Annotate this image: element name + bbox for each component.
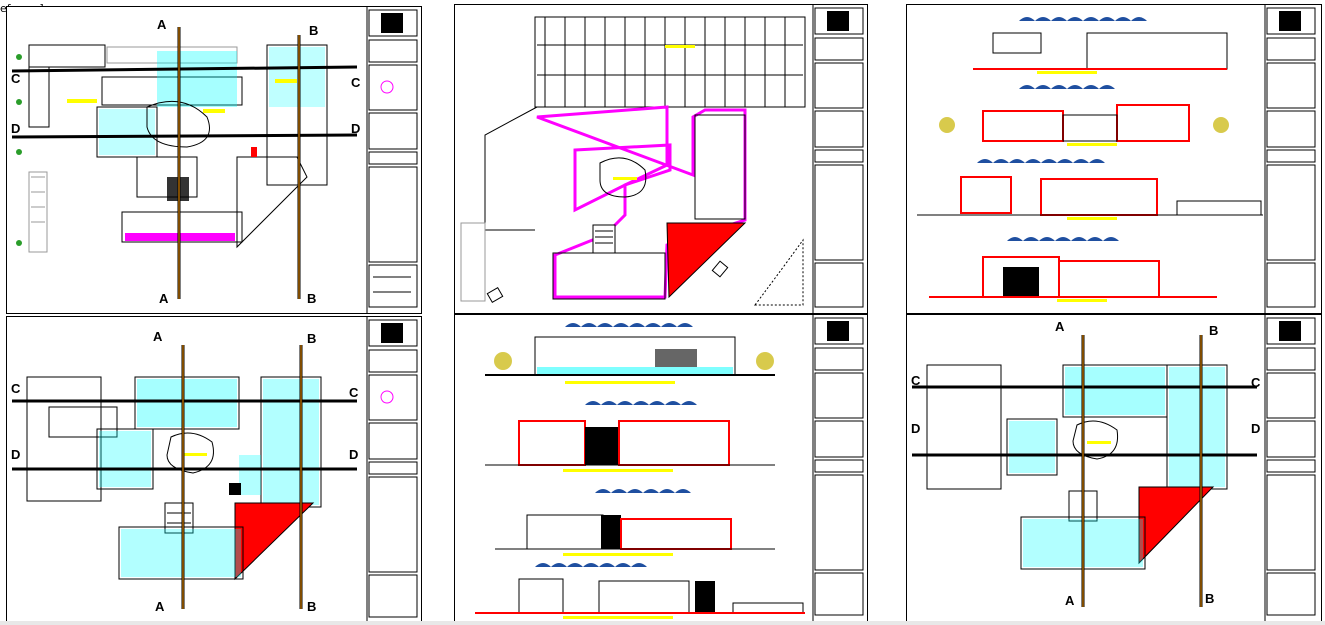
- axis-a-bottom-2: A: [155, 599, 165, 614]
- horizontal-scrollbar[interactable]: [0, 621, 1325, 625]
- sheet-sections[interactable]: [906, 4, 1322, 314]
- axis-d-right-3: D: [1251, 421, 1261, 436]
- sheet-facades[interactable]: [454, 314, 868, 622]
- axis-c-left: C: [11, 71, 21, 86]
- sheet-site-plan[interactable]: [454, 4, 868, 314]
- sheet-floor-plan-2[interactable]: A B C C D D A B: [6, 316, 422, 624]
- sheet-floor-plan-1[interactable]: A B C C D D A B: [6, 6, 422, 314]
- axis-a-top-3: A: [1055, 319, 1065, 334]
- axis-b-bottom-2: B: [307, 599, 317, 614]
- sections-drawing: [917, 5, 1316, 313]
- axis-c-right: C: [351, 75, 361, 90]
- axis-d-right-2: D: [349, 447, 359, 462]
- axis-a-top: A: [157, 17, 167, 32]
- floor-plan-3-drawing: [912, 315, 1316, 621]
- axis-b-top: B: [309, 23, 319, 38]
- axis-d-right: D: [351, 121, 361, 136]
- axis-a-bottom: A: [159, 291, 169, 306]
- axis-b-top-2: B: [307, 331, 317, 346]
- axis-a-top-2: A: [153, 329, 163, 344]
- axis-c-right-3: C: [1251, 375, 1261, 390]
- axis-c-right-2: C: [349, 385, 359, 400]
- axis-b-top-3: B: [1209, 323, 1219, 338]
- site-plan-drawing: [460, 5, 864, 313]
- floor-plan-1-drawing: [11, 7, 418, 313]
- axis-a-bottom-3: A: [1065, 593, 1075, 608]
- axis-d-left-2: D: [11, 447, 21, 462]
- axis-d-left-3: D: [911, 421, 921, 436]
- axis-d-left: D: [11, 121, 21, 136]
- axis-b-bottom: B: [307, 291, 317, 306]
- axis-c-left-3: C: [911, 373, 921, 388]
- facades-drawing: [475, 315, 864, 621]
- axis-c-left-2: C: [11, 381, 21, 396]
- floor-plan-2-drawing: [12, 317, 418, 623]
- axis-b-bottom-3: B: [1205, 591, 1215, 606]
- sheet-floor-plan-3[interactable]: A B C C D D A B: [906, 314, 1322, 622]
